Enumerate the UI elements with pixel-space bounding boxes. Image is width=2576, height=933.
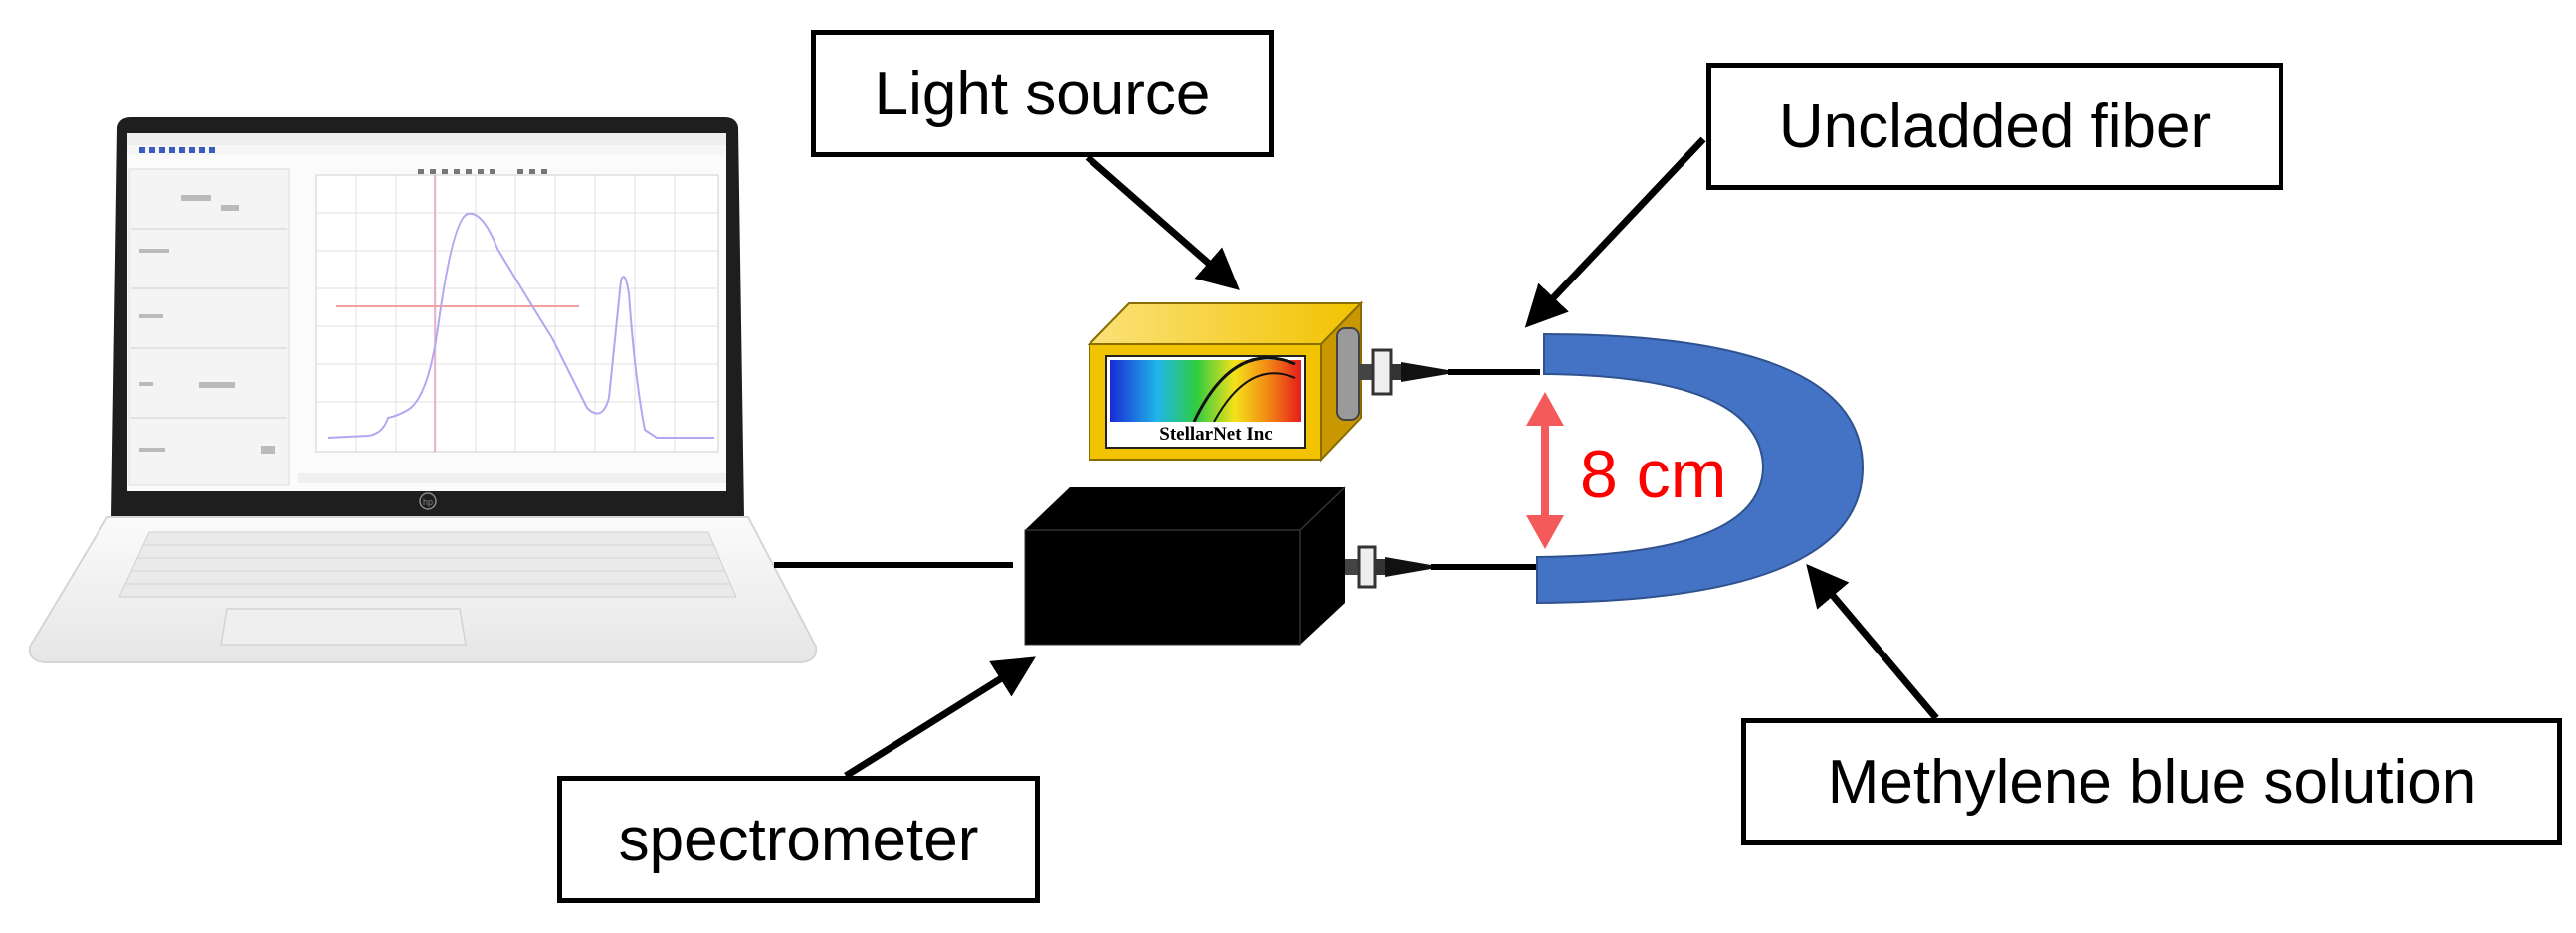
pointer-arrow-fiber — [1524, 136, 1706, 328]
laptop-keyboard — [118, 531, 737, 598]
methylene-blue-label-text: Methylene blue solution — [1827, 747, 2477, 817]
pointer-arrow-spectrometer — [844, 656, 1036, 779]
laptop-touchpad — [220, 608, 467, 646]
fiber-connector-icon — [1359, 348, 1448, 396]
fiber-connector-icon — [1345, 545, 1431, 589]
light-source-device-icon: StellarNet Inc — [1087, 300, 1364, 463]
light-source-port — [1336, 327, 1360, 421]
laptop-logo — [419, 492, 437, 510]
spectrometer-device-icon — [1024, 486, 1346, 646]
pointer-arrow-light-source — [1085, 154, 1240, 290]
pointer-arrow-solution — [1806, 563, 1939, 721]
plot-spectrum-trace — [327, 212, 714, 439]
spectrometer-label-text: spectrometer — [618, 805, 979, 874]
light-source-label: Light source — [811, 30, 1274, 157]
light-source-label-text: Light source — [874, 59, 1211, 128]
laptop-logo-text: hp — [423, 497, 433, 507]
laptop-icon: hp — [28, 117, 818, 663]
light-source-brand-text: StellarNet Inc — [1159, 424, 1272, 445]
uncladded-fiber-label: Uncladded fiber — [1706, 63, 2283, 190]
plot-gridlines — [316, 175, 718, 452]
laptop-app-panel — [128, 168, 290, 486]
methylene-blue-label: Methylene blue solution — [1741, 718, 2562, 845]
uncladded-fiber-label-text: Uncladded fiber — [1778, 92, 2212, 161]
laptop-spectrum-plot — [315, 174, 719, 453]
distance-arrow — [1526, 392, 1564, 549]
spectrometer-label: spectrometer — [557, 776, 1040, 903]
methylene-blue-fiber-loop — [1536, 332, 1865, 605]
distance-label: 8 cm — [1580, 437, 1727, 512]
